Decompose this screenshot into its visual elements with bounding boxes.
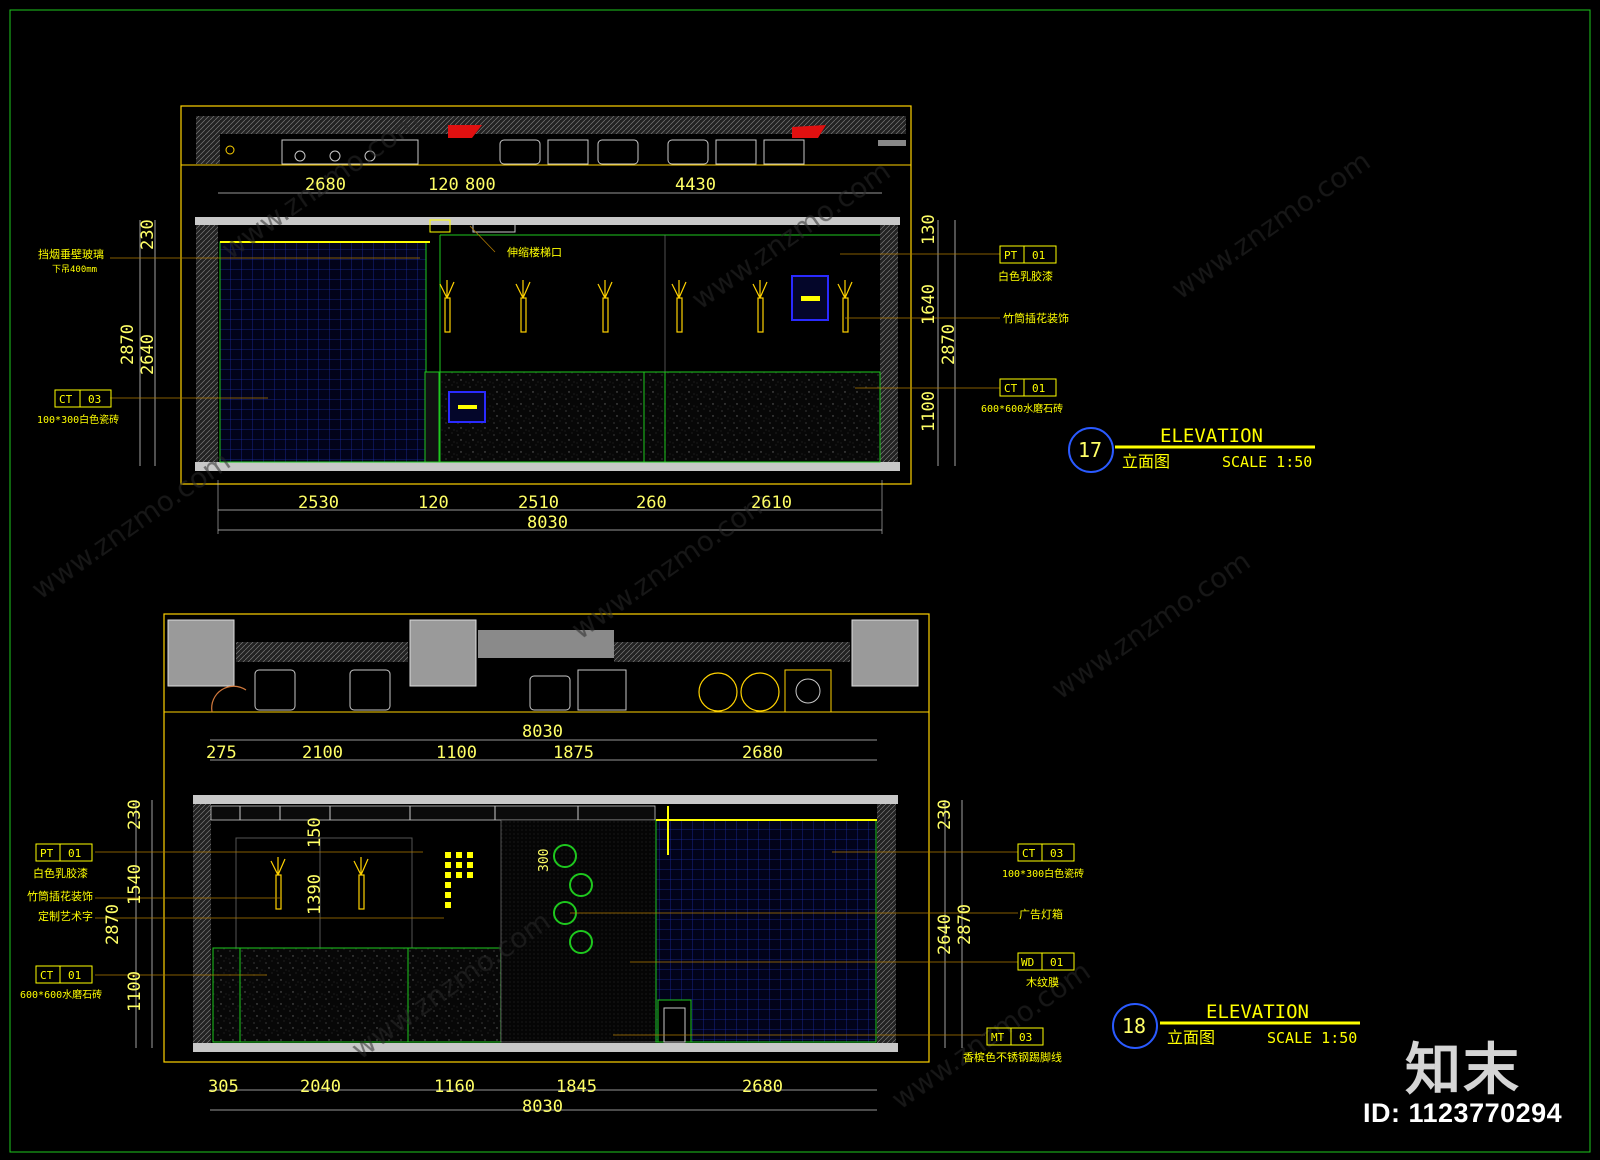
tag-18-wd-num: 01 — [1050, 956, 1063, 969]
dim-18-right-3: 2640 — [935, 914, 955, 955]
dim-18-bottom-1: 305 — [208, 1077, 239, 1097]
dim-17-bottom-5: 2610 — [751, 493, 792, 513]
tag-17-pt-code: PT — [1004, 249, 1018, 262]
note-17-pt: 白色乳胶漆 — [998, 269, 1053, 283]
dim-18-inner-3: 300 — [537, 849, 552, 872]
sheet-border — [9, 9, 1591, 1153]
title-17-scale: SCALE 1:50 — [1222, 453, 1312, 471]
title-17-heading: ELEVATION — [1160, 425, 1263, 447]
title-18-number: 18 — [1122, 1014, 1146, 1038]
tag-18-mt-code: MT — [991, 1031, 1005, 1044]
dim-17-left-1: 230 — [138, 219, 158, 250]
dim-17-right-3: 2870 — [939, 324, 959, 365]
dim-17-right-1: 130 — [919, 214, 939, 245]
dim-18-left-3: 1540 — [125, 864, 145, 905]
dim-17-bottom-3: 2510 — [518, 493, 559, 513]
note-18-ct3: 100*300白色瓷砖 — [1002, 867, 1084, 880]
dim-18-right-1: 230 — [935, 799, 955, 830]
custom-art-lettering — [445, 852, 473, 908]
dim-17-top-3: 800 — [465, 175, 496, 195]
dim-18-top-5: 2680 — [742, 743, 783, 763]
tag-18-ct1-code: CT — [40, 969, 54, 982]
dim-17-bottom-4: 260 — [636, 493, 667, 513]
note-17-glass-sub: 下吊400mm — [52, 264, 97, 275]
note-18-wd: 木纹膜 — [1026, 975, 1059, 989]
dim-17-bottom-2: 120 — [418, 493, 449, 513]
dim-17-left-2: 2870 — [118, 324, 138, 365]
dim-18-inner-1: 150 — [305, 817, 325, 848]
dim-18-left-1: 230 — [125, 799, 145, 830]
note-17-ct1: 600*600水磨石砖 — [981, 402, 1063, 415]
plan-strip-17 — [196, 116, 906, 165]
title-17-subtitle: 立面图 — [1122, 452, 1170, 471]
tag-18-ct1-num: 01 — [68, 969, 81, 982]
elevation-18 — [95, 613, 1018, 1111]
dim-18-bottom-3: 1160 — [434, 1077, 475, 1097]
tag-18-mt-num: 03 — [1019, 1031, 1032, 1044]
dim-18-right-2: 2870 — [955, 904, 975, 945]
title-18-heading: ELEVATION — [1206, 1001, 1309, 1023]
dim-17-top-2: 120 — [428, 175, 459, 195]
elevation-17 — [110, 105, 1000, 534]
tag-18-pt-code: PT — [40, 847, 54, 860]
tag-17-ct1-num: 01 — [1032, 382, 1045, 395]
title-18-scale: SCALE 1:50 — [1267, 1029, 1357, 1047]
title-block-18: 18 ELEVATION 立面图 SCALE 1:50 — [1112, 1001, 1360, 1049]
dim-17-right-2: 1640 — [919, 284, 939, 325]
dim-18-bottom-5: 2680 — [742, 1077, 783, 1097]
tag-18-pt-num: 01 — [68, 847, 81, 860]
dim-18-top-2: 2100 — [302, 743, 343, 763]
note-17-glass: 挡烟垂壁玻璃 — [38, 247, 104, 261]
dim-17-right-4: 1100 — [919, 391, 939, 432]
note-18-lightbox: 广告灯箱 — [1019, 907, 1063, 921]
tag-18-ct3-num: 03 — [1050, 847, 1063, 860]
dim-18-total: 8030 — [522, 1097, 563, 1117]
bamboo-vase-row-18 — [270, 857, 369, 910]
dim-18-top-4: 1875 — [553, 743, 594, 763]
tag-18-wd-code: WD — [1021, 956, 1034, 969]
note-18-ct1: 600*600水磨石砖 — [20, 988, 102, 1001]
dim-18-left-4: 1100 — [125, 971, 145, 1012]
dim-18-top-3: 1100 — [436, 743, 477, 763]
note-17-ct3: 100*300白色瓷砖 — [37, 413, 119, 426]
dim-17-total: 8030 — [527, 513, 568, 533]
plan-strip-18 — [167, 619, 919, 713]
dim-18-top-total: 8030 — [522, 722, 563, 742]
brand-logo: 知末 — [1405, 1038, 1521, 1103]
dim-17-left-3: 2640 — [138, 334, 158, 375]
title-17-number: 17 — [1078, 438, 1102, 462]
dim-18-bottom-4: 1845 — [556, 1077, 597, 1097]
lightbox-circles — [553, 844, 593, 954]
note-17-stair: 伸缩楼梯口 — [507, 245, 562, 259]
tag-17-ct3-num: 03 — [88, 393, 101, 406]
tag-17-pt-num: 01 — [1032, 249, 1045, 262]
tag-18-ct3-code: CT — [1022, 847, 1036, 860]
dim-17-top-4: 4430 — [675, 175, 716, 195]
image-id-label: ID: 1123770294 — [1363, 1098, 1563, 1128]
note-17-bamboo: 竹筒插花装饰 — [1003, 311, 1069, 325]
dim-17-top-1: 2680 — [305, 175, 346, 195]
dim-18-bottom-2: 2040 — [300, 1077, 341, 1097]
title-18-subtitle: 立面图 — [1167, 1028, 1215, 1047]
dim-18-top-1: 275 — [206, 743, 237, 763]
note-18-art: 定制艺术字 — [38, 909, 93, 923]
dim-17-bottom-1: 2530 — [298, 493, 339, 513]
bamboo-vase-row-17 — [439, 280, 853, 333]
note-18-bamboo: 竹筒插花装饰 — [27, 889, 93, 903]
dim-18-inner-2: 1390 — [305, 874, 325, 915]
tag-17-ct3-code: CT — [59, 393, 73, 406]
note-18-mt: 香槟色不锈钢踢脚线 — [963, 1050, 1062, 1064]
dim-18-left-2: 2870 — [103, 904, 123, 945]
tag-17-ct1-code: CT — [1004, 382, 1018, 395]
title-block-17: 17 ELEVATION 立面图 SCALE 1:50 — [1068, 425, 1315, 473]
note-18-pt: 白色乳胶漆 — [33, 866, 88, 880]
